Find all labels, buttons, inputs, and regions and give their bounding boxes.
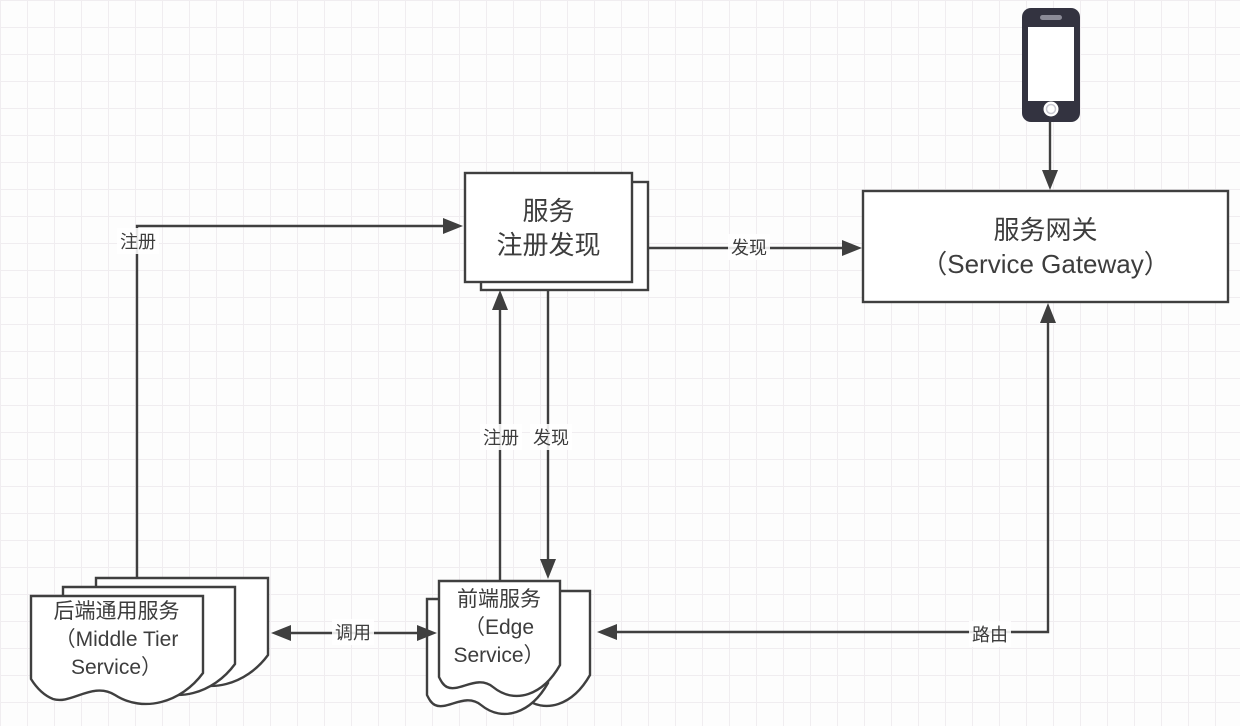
- edge-invoke-arrow: [271, 625, 437, 641]
- edge-register-mid-arrow: [492, 290, 508, 580]
- service-registry-box-shape: [463, 171, 650, 292]
- service-gateway-box-shape: [861, 189, 1230, 304]
- middle-tier-documents-shape: [29, 576, 270, 706]
- edge-service-documents-shape: [425, 579, 592, 716]
- edge-discover-mid-arrow: [540, 290, 556, 579]
- edge-discover-top-arrow: [648, 240, 862, 256]
- edge-client-request-arrow: [1042, 122, 1058, 190]
- edge-route-arrow: [597, 303, 1056, 640]
- smartphone-icon: [1022, 8, 1080, 122]
- edge-register-left-arrow: [135, 218, 463, 578]
